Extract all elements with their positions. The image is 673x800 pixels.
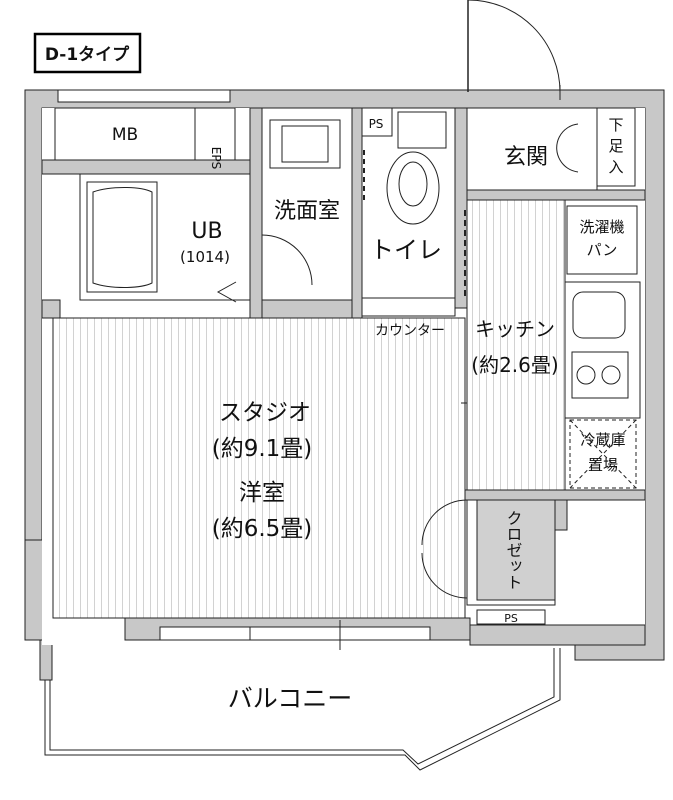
ps-shaft-bottom <box>476 609 546 625</box>
toilet-label: トイレ <box>370 236 442 264</box>
top-window <box>57 89 231 103</box>
burner-icon <box>576 365 596 385</box>
balcony-label: バルコニー <box>228 684 353 713</box>
closet <box>476 499 556 601</box>
washing-machine-pan <box>566 205 638 275</box>
studio-label: スタジオ <box>219 400 311 426</box>
balcony-window-left <box>159 626 251 641</box>
fridge-label-2: 置場 <box>588 456 618 474</box>
western-room-size-label: (約6.5畳) <box>212 516 313 542</box>
studio-size-label: (約9.1畳) <box>212 436 313 462</box>
ps-bottom-label: PS <box>504 612 518 625</box>
closet-label: クロゼット <box>504 510 523 590</box>
bath-drain <box>216 281 237 303</box>
eps-closet <box>194 107 236 161</box>
entrance-label: 玄関 <box>504 145 548 170</box>
plan-type-badge <box>33 32 142 74</box>
counter-label: カウンター <box>375 323 445 339</box>
mb-closet <box>54 107 196 161</box>
ub-label: UB <box>191 219 222 244</box>
fridge-label-1: 冷蔵庫 <box>580 431 625 449</box>
shoe-cabinet-label-2: 足 <box>608 137 623 155</box>
washbasin <box>281 125 329 163</box>
washing-machine-label-1: 洗濯機 <box>579 218 624 236</box>
washroom-door <box>261 234 313 286</box>
counter <box>361 297 456 317</box>
closet-doors <box>421 499 468 599</box>
sink-icon <box>572 291 626 339</box>
ps-shaft-top <box>361 107 393 137</box>
eps-label: EPS <box>209 147 223 169</box>
kitchen-floor <box>466 199 566 491</box>
entrance <box>466 107 598 191</box>
mb-label: MB <box>112 125 138 145</box>
burner-icon <box>601 365 621 385</box>
balcony <box>44 648 561 771</box>
kitchen-label: キッチン <box>475 317 555 341</box>
ub-size-label: (1014) <box>180 248 230 266</box>
shoe-cabinet-label-3: 入 <box>608 158 623 176</box>
plan-type-label: D-1タイプ <box>45 44 130 65</box>
washroom-label: 洗面室 <box>274 199 340 224</box>
western-room-label: 洋室 <box>239 480 285 506</box>
shoe-cabinet <box>596 107 636 187</box>
ps-top-label: PS <box>369 117 384 131</box>
washing-machine-label-2: パン <box>587 241 618 259</box>
kitchen-size-label: (約2.6畳) <box>471 353 558 377</box>
studio-floor <box>52 317 466 619</box>
toilet-tank <box>397 111 447 149</box>
shoe-cabinet-label-1: 下 <box>608 116 623 134</box>
